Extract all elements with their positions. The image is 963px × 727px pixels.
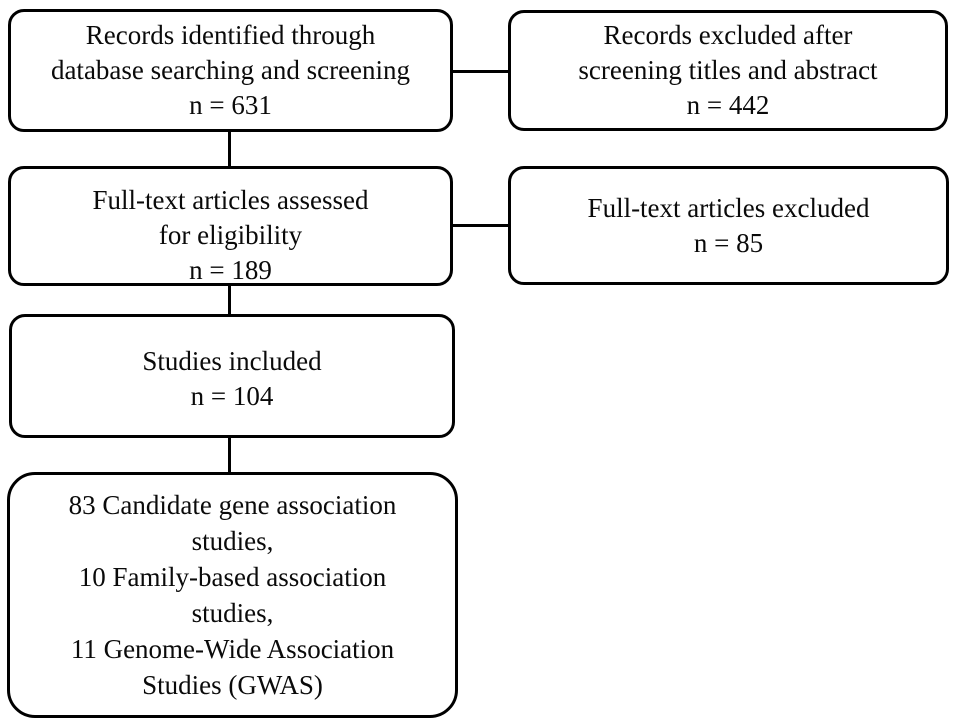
connector-included-to-breakdown: [228, 436, 231, 474]
box-studies-included: Studies included n = 104: [9, 314, 455, 438]
box-included-breakdown-line: studies,: [191, 598, 274, 628]
box-fulltext-excluded-count: n = 85: [693, 227, 764, 258]
box-fulltext-excluded: Full-text articles excluded n = 85: [508, 166, 949, 285]
box-included-breakdown-line: 83 Candidate gene association: [68, 490, 397, 520]
box-records-identified: Records identified through database sear…: [8, 9, 453, 132]
box-records-identified-line: database searching and screening: [50, 55, 411, 85]
connector-assessed-to-excluded: [450, 224, 510, 227]
connector-identified-to-assessed: [228, 130, 231, 168]
box-fulltext-excluded-line: Full-text articles excluded: [587, 192, 870, 223]
box-included-breakdown: 83 Candidate gene association studies, 1…: [7, 472, 458, 718]
box-included-breakdown-line: Studies (GWAS): [142, 670, 323, 700]
box-fulltext-assessed-count: n = 189: [189, 254, 272, 285]
box-fulltext-assessed-line: for eligibility: [158, 219, 303, 250]
box-included-breakdown-line: 11 Genome-Wide Association: [70, 634, 395, 664]
box-records-identified-count: n = 631: [189, 90, 272, 120]
connector-identified-to-excluded: [450, 70, 510, 73]
box-fulltext-assessed-line: Full-text articles assessed: [92, 184, 369, 215]
box-fulltext-assessed: Full-text articles assessed for eligibil…: [8, 166, 453, 286]
connector-assessed-to-included: [228, 284, 231, 316]
box-records-excluded-count: n = 442: [686, 90, 770, 120]
box-included-breakdown-line: studies,: [191, 526, 274, 556]
box-records-excluded-line: Records excluded after: [603, 20, 853, 50]
box-records-excluded: Records excluded after screening titles …: [508, 10, 948, 131]
box-included-breakdown-line: 10 Family-based association: [78, 562, 387, 592]
box-records-excluded-line: screening titles and abstract: [578, 55, 878, 85]
box-studies-included-count: n = 104: [190, 381, 274, 411]
box-studies-included-line: Studies included: [142, 346, 322, 376]
box-records-identified-line: Records identified through: [85, 20, 376, 50]
